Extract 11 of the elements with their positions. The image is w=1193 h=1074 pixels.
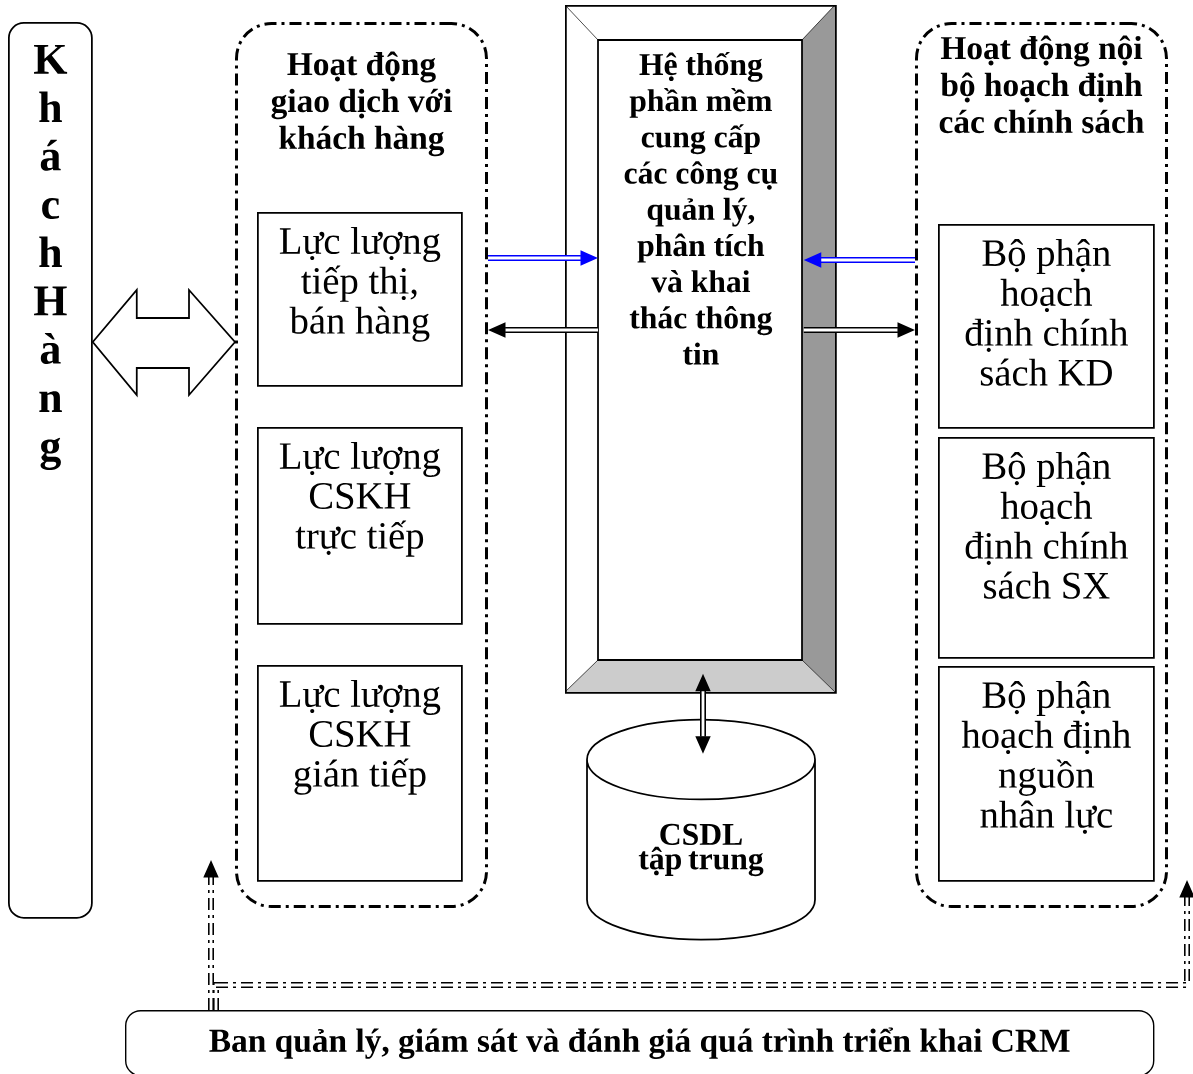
process-box: Lực lượng CSKH gián tiếp [257, 665, 463, 882]
committee-box: Ban quản lý, giám sát và đánh giá quá trình triển khai CRM [125, 1010, 1155, 1074]
process-box: Lực lượng tiếp thị, bán hàng [257, 212, 463, 387]
process-box: Lực lượng CSKH trực tiếp [257, 427, 463, 625]
customer-box: K h á c h H à n g [8, 22, 93, 919]
software-frame: Hệ thống phần mềm cung cấp các công cụ quản lý, phân tích và khai thác thông tin [564, 4, 837, 694]
block-arrow [91, 287, 237, 398]
process-box: Bộ phận hoạch định nguồn nhân lực [938, 666, 1155, 882]
process-box: Bộ phận hoạch định chính sách SX [938, 437, 1155, 659]
process-box: Bộ phận hoạch định chính sách KD [938, 224, 1155, 429]
database-cylinder: CSDL tập trung [586, 718, 816, 941]
